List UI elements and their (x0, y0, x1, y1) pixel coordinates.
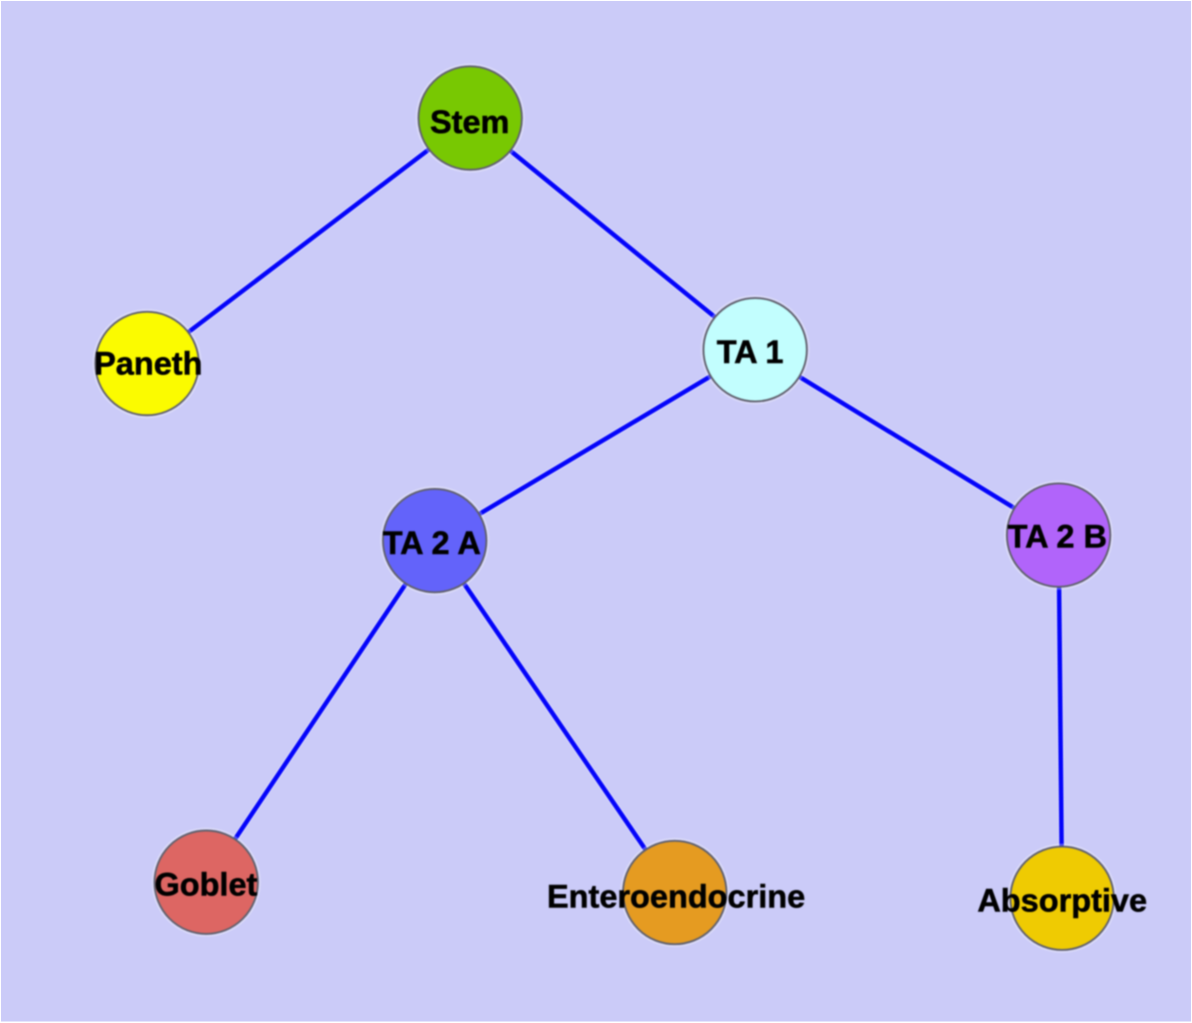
svg-text:Absorptive: Absorptive (977, 883, 1147, 919)
svg-text:TA 1: TA 1 (717, 334, 784, 370)
svg-text:TA 2 A: TA 2 A (383, 525, 481, 561)
svg-text:TA 2 B: TA 2 B (1008, 518, 1107, 554)
svg-text:Stem: Stem (430, 104, 509, 140)
svg-text:Paneth: Paneth (94, 345, 202, 381)
svg-text:Enteroendocrine: Enteroendocrine (547, 878, 805, 914)
svg-text:Goblet: Goblet (154, 867, 257, 903)
